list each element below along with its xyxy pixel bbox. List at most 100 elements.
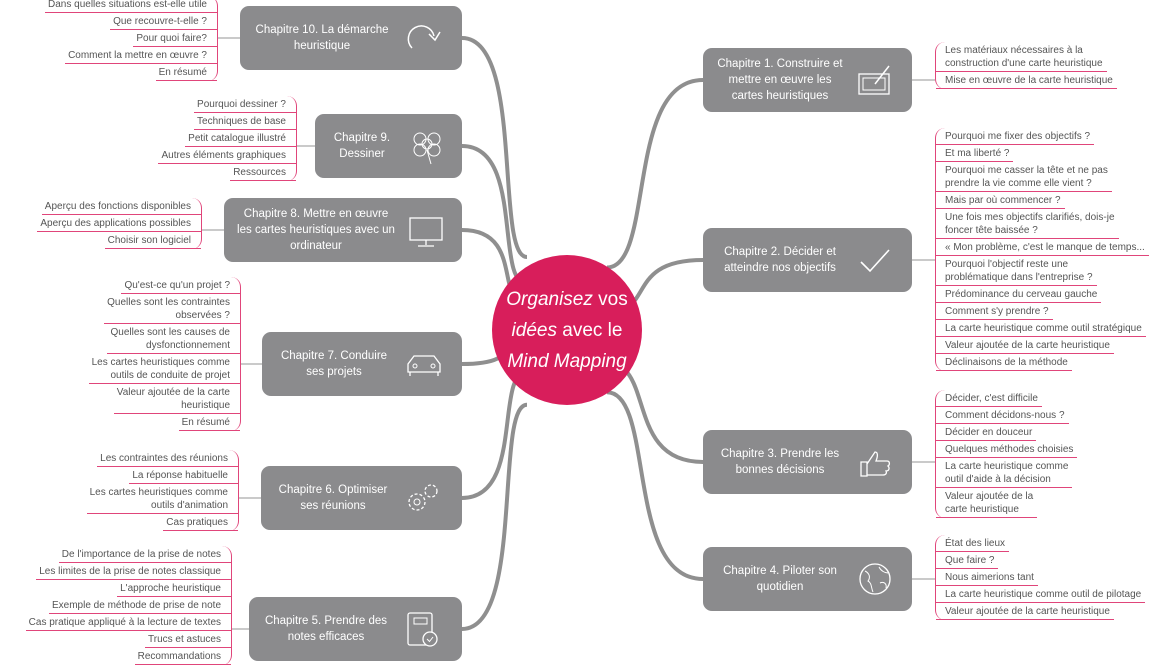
subtopics-c7: Qu'est-ce qu'un projet ?Quelles sont les… bbox=[88, 277, 241, 431]
subtopic-item[interactable]: Aperçu des fonctions disponibles bbox=[41, 198, 201, 215]
chapter-node-c10[interactable]: Chapitre 10. La démarche heuristique bbox=[240, 6, 462, 70]
center-word-mind-mapping: Mind Mapping bbox=[507, 350, 627, 372]
subtopic-item[interactable]: Quelles sont les contraintes observées ? bbox=[104, 294, 240, 324]
subtopic-item[interactable]: De l'importance de la prise de notes bbox=[58, 546, 231, 563]
subtopic-item[interactable]: Cas pratiques bbox=[163, 514, 238, 531]
branch-c9 bbox=[461, 144, 528, 286]
subtopic-item[interactable]: Dans quelles situations est-elle utile bbox=[45, 0, 217, 13]
subtopic-item[interactable]: Décider en douceur bbox=[936, 424, 1037, 441]
subtopic-item[interactable]: Ressources bbox=[230, 164, 296, 181]
subtopic-item[interactable]: Une fois mes objectifs clarifiés, dois-j… bbox=[936, 209, 1119, 239]
thumbs-up-icon bbox=[860, 451, 891, 477]
subtopic-item[interactable]: Techniques de base bbox=[194, 113, 296, 130]
chapter-title: Chapitre 2. Décider et atteindre nos obj… bbox=[724, 246, 836, 274]
subtopic-item[interactable]: Qu'est-ce qu'un projet ? bbox=[121, 277, 240, 294]
subtopic-item[interactable]: État des lieux bbox=[936, 535, 1010, 552]
subtopic-item[interactable]: Les limites de la prise de notes classiq… bbox=[36, 563, 231, 580]
branch-c1 bbox=[606, 78, 704, 270]
subtopic-item[interactable]: Cas pratique appliqué à la lecture de te… bbox=[25, 614, 231, 631]
subtopic-item[interactable]: Pour quoi faire? bbox=[133, 30, 217, 47]
subtopic-item[interactable]: Pourquoi l'objectif reste une problémati… bbox=[936, 256, 1097, 286]
subtopic-item[interactable]: La carte heuristique comme outil stratég… bbox=[936, 320, 1146, 337]
subtopic-item[interactable]: Autres éléments graphiques bbox=[158, 147, 296, 164]
chapter-title: Chapitre 7. Conduire ses projets bbox=[280, 350, 388, 378]
subtopic-item[interactable]: Valeur ajoutée de la carte heuristique bbox=[113, 384, 240, 414]
subtopic-item[interactable]: Comment la mettre en œuvre ? bbox=[65, 47, 217, 64]
subtopic-item[interactable]: « Mon problème, c'est le manque de temps… bbox=[936, 239, 1149, 256]
chapter-title: Chapitre 10. La démarche heuristique bbox=[255, 24, 389, 52]
car-icon bbox=[407, 355, 441, 376]
chapter-node-c1[interactable]: Chapitre 1. Construire et mettre en œuvr… bbox=[703, 48, 912, 112]
subtopic-item[interactable]: Les contraintes des réunions bbox=[97, 450, 238, 467]
center-word-avec-le: avec le bbox=[562, 319, 623, 341]
subtopic-item[interactable]: Les cartes heuristiques comme outils d'a… bbox=[86, 484, 238, 514]
gears-icon bbox=[408, 484, 438, 511]
globe-icon bbox=[859, 563, 891, 595]
subtopic-item[interactable]: En résumé bbox=[178, 414, 240, 431]
subtopic-item[interactable]: Mais par où commencer ? bbox=[936, 192, 1065, 209]
subtopics-c2: Pourquoi me fixer des objectifs ?Et ma l… bbox=[935, 128, 1149, 371]
monitor-icon bbox=[409, 217, 443, 247]
checkmark-icon bbox=[860, 249, 890, 273]
subtopic-item[interactable]: Les matériaux nécessaires à la construct… bbox=[936, 42, 1107, 72]
chapter-node-c4[interactable]: Chapitre 4. Piloter son quotidien bbox=[703, 547, 912, 611]
chapter-title: Chapitre 8. Mettre en œuvre les cartes h… bbox=[237, 208, 395, 252]
subtopic-item[interactable]: Prédominance du cerveau gauche bbox=[936, 286, 1102, 303]
subtopic-item[interactable]: La réponse habituelle bbox=[129, 467, 238, 484]
chapter-title: Chapitre 3. Prendre les bonnes décisions bbox=[720, 448, 840, 476]
subtopic-item[interactable]: En résumé bbox=[155, 64, 217, 81]
subtopic-item[interactable]: Pourquoi me fixer des objectifs ? bbox=[936, 128, 1095, 145]
branch-c5 bbox=[461, 402, 528, 631]
subtopic-item[interactable]: Valeur ajoutée de la carte heuristique bbox=[936, 603, 1114, 620]
chapter-title: Chapitre 1. Construire et mettre en œuvr… bbox=[717, 58, 843, 102]
branch-c10 bbox=[461, 36, 528, 259]
subtopic-item[interactable]: Les cartes heuristiques comme outils de … bbox=[88, 354, 240, 384]
subtopic-item[interactable]: Aperçu des applications possibles bbox=[37, 215, 201, 232]
subtopic-item[interactable]: Pourquoi me casser la tête et ne pas pre… bbox=[936, 162, 1112, 192]
subtopic-item[interactable]: Pourquoi dessiner ? bbox=[194, 96, 296, 113]
subtopic-item[interactable]: La carte heuristique comme outil d'aide … bbox=[936, 458, 1073, 488]
subtopic-item[interactable]: Nous aimerions tant bbox=[936, 569, 1038, 586]
central-topic[interactable]: Organisez vos idées avec le Mind Mapping bbox=[492, 255, 642, 405]
subtopic-item[interactable]: Valeur ajoutée de la carte heuristique bbox=[936, 488, 1038, 518]
subtopic-item[interactable]: Que recouvre-t-elle ? bbox=[110, 13, 217, 30]
circular-arrow-icon bbox=[407, 25, 441, 49]
subtopics-c1: Les matériaux nécessaires à la construct… bbox=[935, 42, 1117, 89]
chapter-node-c7[interactable]: Chapitre 7. Conduire ses projets bbox=[262, 332, 462, 396]
subtopic-item[interactable]: Quelques méthodes choisies bbox=[936, 441, 1078, 458]
center-word-idees: idées bbox=[511, 319, 557, 341]
subtopic-item[interactable]: Comment s'y prendre ? bbox=[936, 303, 1053, 320]
center-word-vos: vos bbox=[598, 288, 628, 310]
subtopic-item[interactable]: La carte heuristique comme outil de pilo… bbox=[936, 586, 1146, 603]
chapter-node-c5[interactable]: Chapitre 5. Prendre des notes efficaces bbox=[249, 597, 462, 661]
center-word-organisez: Organisez bbox=[506, 288, 593, 310]
chapter-title: Chapitre 9. Dessiner bbox=[333, 132, 391, 160]
subtopic-item[interactable]: Décider, c'est difficile bbox=[936, 390, 1042, 407]
chapter-node-c3[interactable]: Chapitre 3. Prendre les bonnes décisions bbox=[703, 430, 912, 494]
drawing-tablet-icon bbox=[858, 65, 890, 95]
chapter-node-c6[interactable]: Chapitre 6. Optimiser ses réunions bbox=[261, 466, 462, 530]
subtopic-item[interactable]: Trucs et astuces bbox=[145, 631, 231, 648]
subtopic-item[interactable]: Mise en œuvre de la carte heuristique bbox=[936, 72, 1117, 89]
subtopic-item[interactable]: Quelles sont les causes de dysfonctionne… bbox=[107, 324, 240, 354]
subtopic-item[interactable]: Et ma liberté ? bbox=[936, 145, 1014, 162]
subtopic-item[interactable]: L'approche heuristique bbox=[117, 580, 231, 597]
subtopic-item[interactable]: Valeur ajoutée de la carte heuristique bbox=[936, 337, 1114, 354]
subtopic-item[interactable]: Recommandations bbox=[134, 648, 231, 665]
subtopic-item[interactable]: Choisir son logiciel bbox=[104, 232, 201, 249]
subtopic-item[interactable]: Comment décidons-nous ? bbox=[936, 407, 1069, 424]
subtopic-item[interactable]: Exemple de méthode de prise de note bbox=[49, 597, 231, 614]
chapter-title: Chapitre 6. Optimiser ses réunions bbox=[278, 484, 388, 512]
subtopic-item[interactable]: Petit catalogue illustré bbox=[185, 130, 296, 147]
subtopic-item[interactable]: Déclinaisons de la méthode bbox=[936, 354, 1072, 371]
chapter-node-c9[interactable]: Chapitre 9. Dessiner bbox=[315, 114, 462, 178]
chapter-node-c8[interactable]: Chapitre 8. Mettre en œuvre les cartes h… bbox=[224, 198, 462, 262]
subtopic-item[interactable]: Que faire ? bbox=[936, 552, 999, 569]
chapter-title: Chapitre 4. Piloter son quotidien bbox=[723, 565, 837, 593]
chapter-node-c2[interactable]: Chapitre 2. Décider et atteindre nos obj… bbox=[703, 228, 912, 292]
